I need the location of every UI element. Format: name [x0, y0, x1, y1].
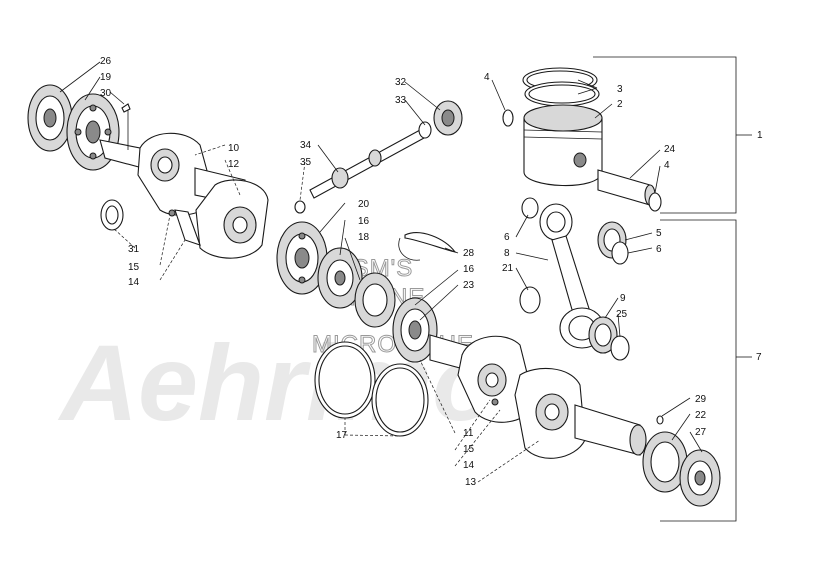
oil-pump-shaft: [294, 129, 425, 214]
center-bearing-20: [276, 221, 328, 295]
piston: [523, 104, 603, 187]
callout-13: 13: [465, 477, 477, 488]
left-main-bearing-seal: [27, 84, 73, 152]
needle-bearing-9: [588, 316, 618, 354]
callout-5: 5: [656, 228, 662, 239]
callout-35: 35: [300, 157, 312, 168]
callout-6-right: 6: [656, 244, 662, 255]
callout-34: 34: [300, 140, 312, 151]
washer-21: [519, 286, 541, 314]
callout-17: 17: [336, 430, 348, 441]
callout-24: 24: [664, 144, 676, 155]
bracket-crank-group: [660, 219, 737, 522]
callout-8: 8: [504, 248, 510, 259]
callout-14-left: 14: [128, 277, 140, 288]
callout-6-left: 6: [504, 232, 510, 243]
leader-lines: [59, 61, 703, 483]
washer-6b: [611, 241, 629, 265]
callout-26: 26: [100, 56, 112, 67]
callout-11: 11: [463, 428, 474, 439]
washer-25: [610, 335, 630, 361]
piston-rings: [522, 67, 600, 107]
circlip-4b: [648, 192, 662, 212]
right-main-bearing-22: [642, 431, 688, 493]
callout-23: 23: [463, 280, 475, 291]
callout-3: 3: [617, 84, 623, 95]
callout-15-left: 15: [128, 262, 140, 273]
callout-29: 29: [695, 394, 707, 405]
oil-pump-gear-32: [433, 100, 463, 136]
callout-7: 7: [756, 352, 762, 363]
callout-22: 22: [695, 410, 707, 421]
callout-18: 18: [358, 232, 370, 243]
piston-pin-24: [597, 169, 656, 206]
washer-6a: [521, 197, 539, 219]
right-crank-half: [429, 334, 647, 459]
callout-4-right: 4: [664, 160, 670, 171]
callout-30: 30: [100, 88, 112, 99]
woodruff-key-30: [121, 103, 131, 113]
left-crank-half: [99, 132, 269, 259]
callout-9: 9: [620, 293, 626, 304]
callout-12: 12: [228, 159, 240, 170]
labyrinth-seal-16: [317, 247, 363, 309]
callout-19: 19: [100, 72, 112, 83]
callout-27: 27: [695, 427, 707, 438]
bushing-33: [418, 121, 432, 139]
callout-25: 25: [616, 309, 628, 320]
callout-4-top: 4: [484, 72, 490, 83]
callout-16-right: 16: [463, 264, 475, 275]
seal-18: [354, 272, 396, 328]
callout-20: 20: [358, 199, 370, 210]
right-seal-27: [679, 449, 721, 507]
callout-33: 33: [395, 95, 407, 106]
callout-31: 31: [128, 244, 140, 255]
callout-2: 2: [617, 99, 623, 110]
callout-32: 32: [395, 77, 407, 88]
callout-15-right: 15: [463, 444, 475, 455]
callout-14-right: 14: [463, 460, 475, 471]
callouts: 1 2 3 4 4 5 6 6 7 8 9 10 11 12 13 14 14 …: [100, 56, 763, 488]
callout-10: 10: [228, 143, 240, 154]
circlip-4a: [502, 109, 514, 127]
callout-1: 1: [757, 130, 763, 141]
callout-16-top: 16: [358, 216, 370, 227]
group-brackets: [593, 56, 752, 522]
pin-29: [656, 415, 664, 425]
callout-21: 21: [502, 263, 514, 274]
callout-28: 28: [463, 248, 475, 259]
